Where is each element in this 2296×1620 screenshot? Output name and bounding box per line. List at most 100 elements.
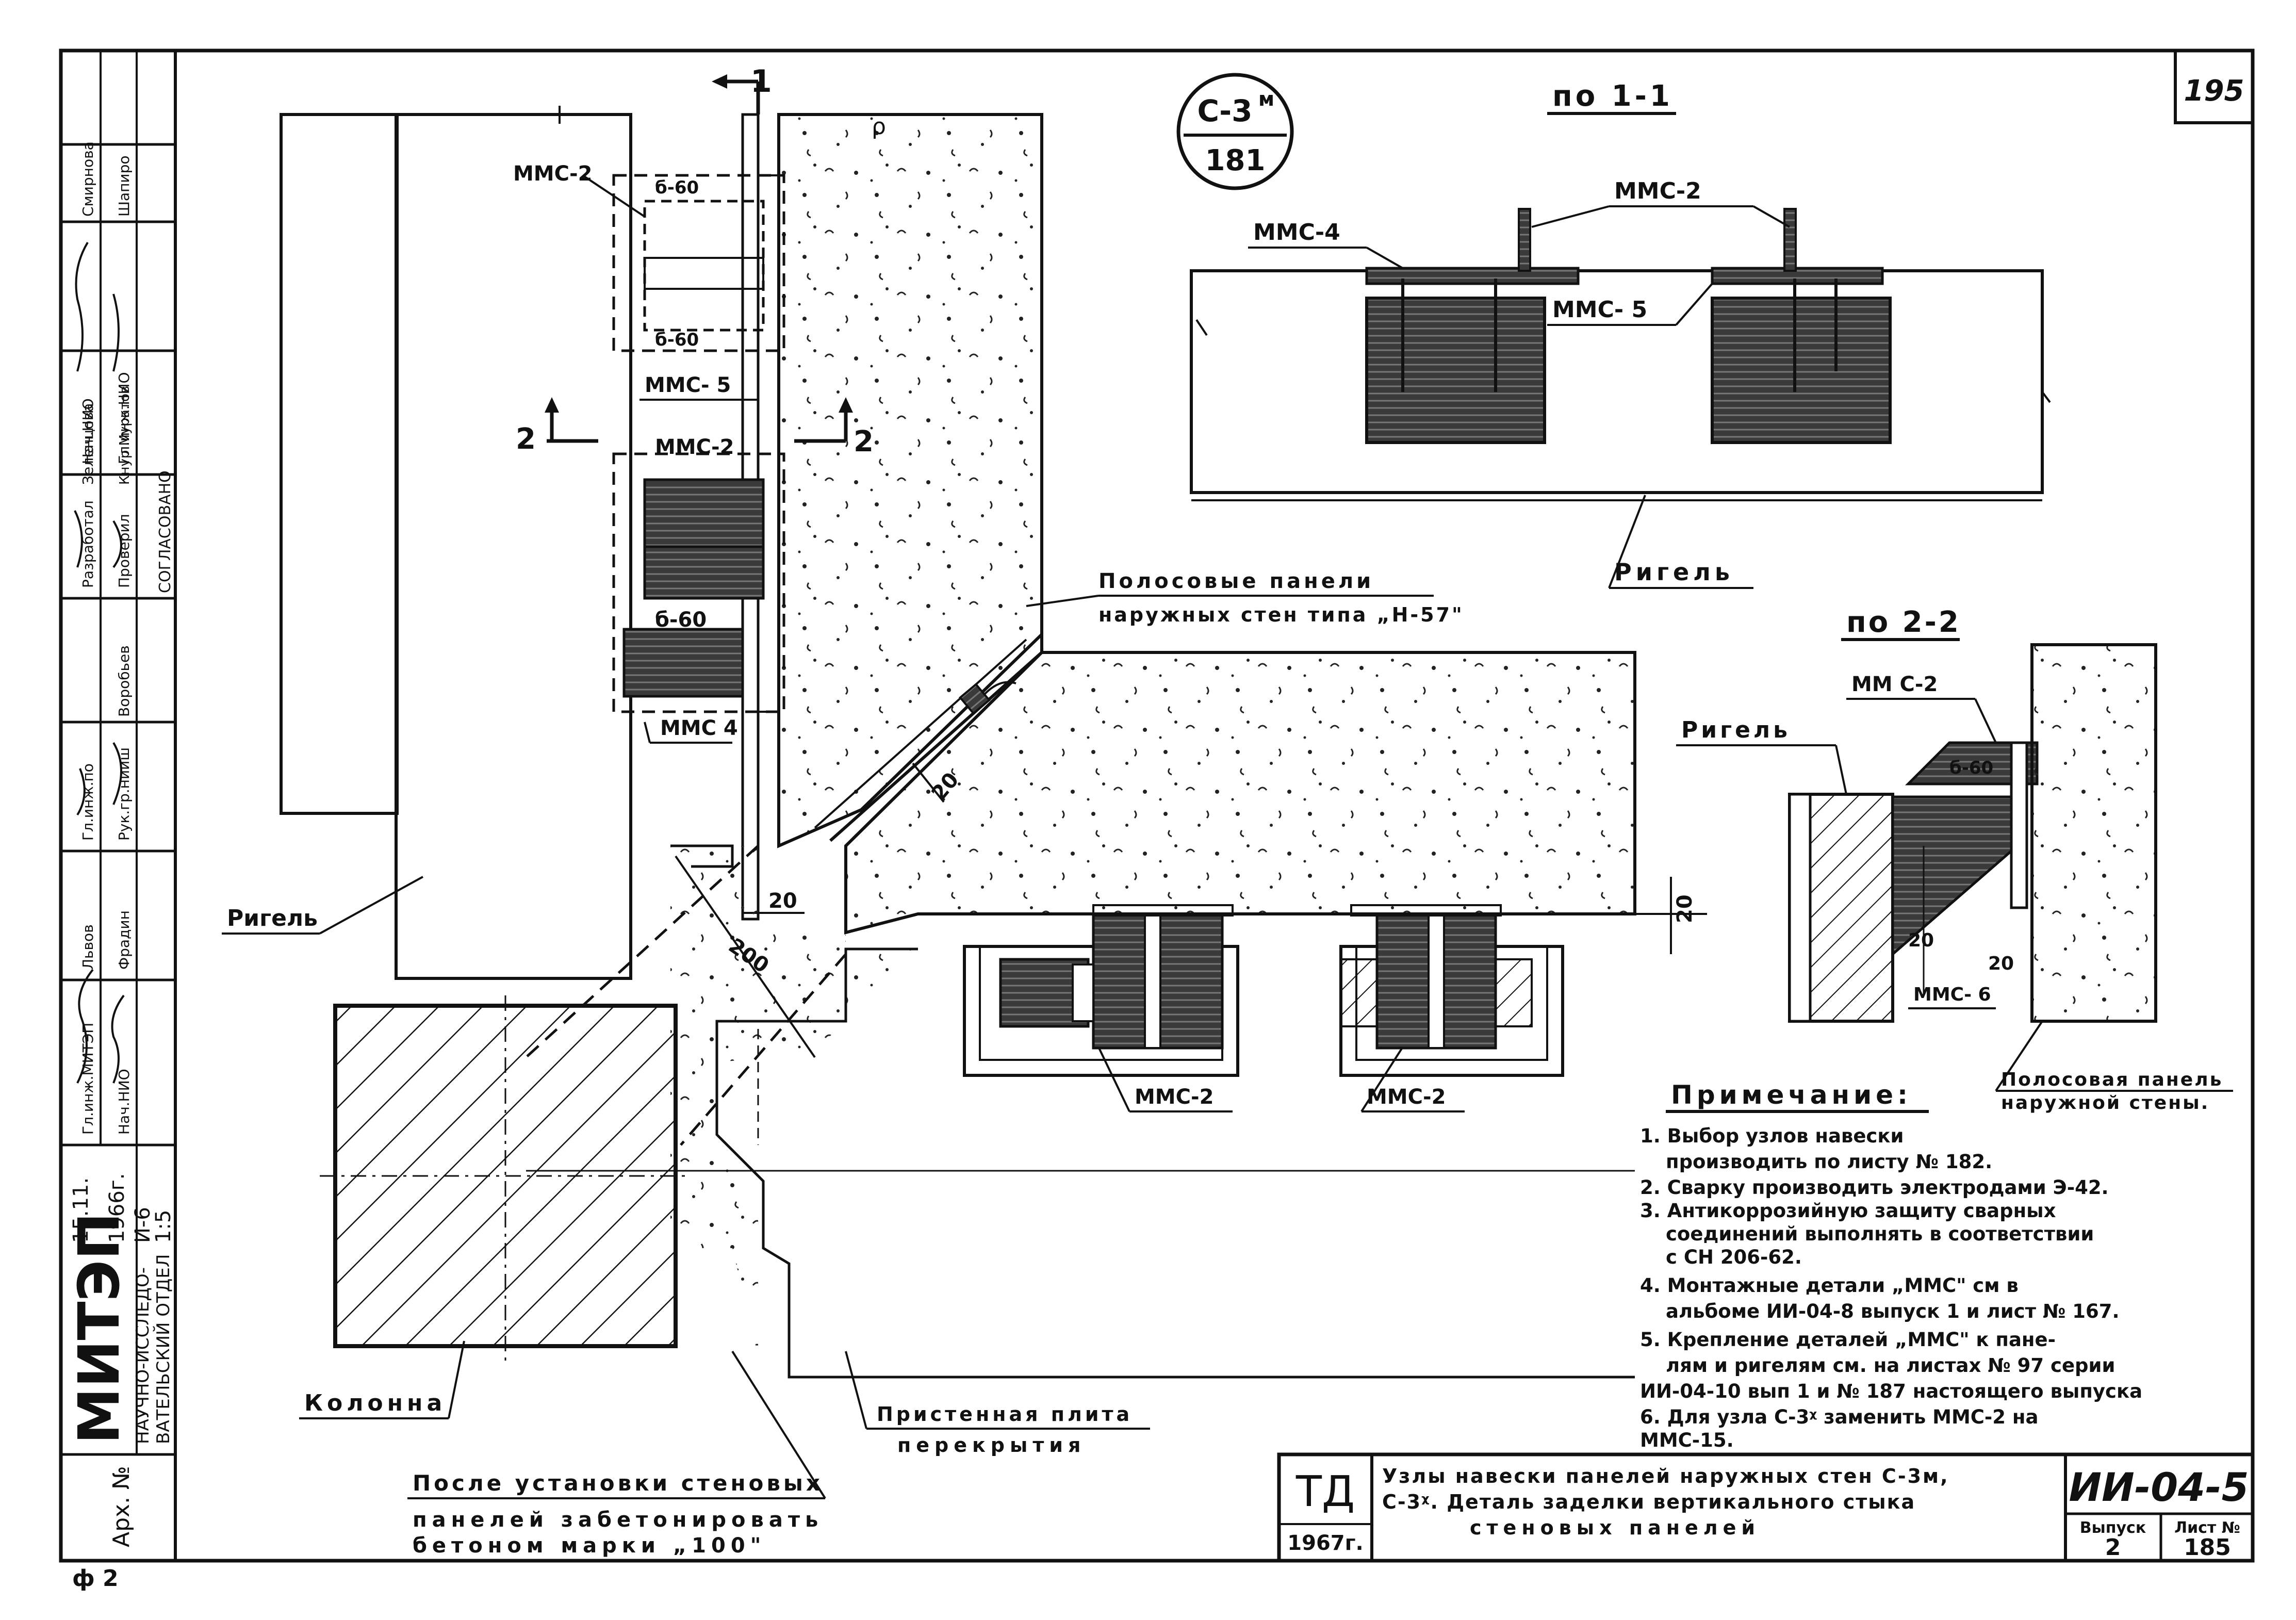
rigel-left: [280, 113, 399, 815]
cut-2-label-left: 2: [516, 422, 536, 456]
title-block: ТД 1967г. Узлы навески панелей наружных …: [1277, 1452, 2255, 1563]
left-stamp-frame: [59, 49, 177, 1562]
label-b60-a: б-60: [655, 177, 699, 198]
section-2-2-panel-1: Полосовая панель: [2001, 1069, 2223, 1090]
title-desc-1: Узлы навески панелей наружных стен С-3м,: [1382, 1465, 1949, 1487]
org-name: МИТЭП: [66, 1213, 132, 1444]
section-2-2-panel-2: наружной стены.: [2001, 1092, 2209, 1114]
stamp-code-1: И-6: [131, 1207, 155, 1243]
notes: Примечание: 1. Выбор узлов навески произ…: [1640, 1080, 2142, 1451]
stamp-role-6: Проверил: [116, 514, 133, 588]
stamp-name-5: Зеленцова: [79, 403, 96, 485]
note-line-4: 3. Антикоррозийную защиту сварных: [1640, 1200, 2056, 1222]
title-desc-3: стеновых панелей: [1470, 1516, 1760, 1539]
stamp-role-7: Нач.НИО: [79, 398, 96, 464]
stamp-name-1: Львов: [79, 924, 96, 970]
section-2-2-dim-20a: 20: [1988, 953, 2014, 974]
stamp-name-2: Фрадин: [116, 910, 133, 970]
section-1-1-block-b: [1711, 297, 1892, 444]
left-stamp: МИТЭП НАУЧНО-ИССЛЕДО- ВАТЕЛЬСКИЙ ОТДЕЛ А…: [61, 51, 175, 1547]
label-concrete-1: После установки стеновых: [413, 1470, 823, 1496]
rigel-main: [395, 113, 632, 980]
stamp-date-1: 15.11.: [69, 1177, 93, 1243]
section-1-1-mms2: ММС-2: [1614, 178, 1701, 204]
stamp-name-4: Воробьев: [116, 645, 133, 717]
section-1-1-beam: [1190, 269, 2044, 494]
note-line-6: с СН 206-62.: [1666, 1246, 1802, 1268]
panel-vertical: [777, 113, 1043, 848]
section-2-2-mms6: ММС- 6: [1913, 984, 1991, 1005]
dash-line-2: [680, 953, 847, 1146]
section-1-1-mms4: ММС-4: [1253, 219, 1340, 246]
title-issue-label: Выпуск: [2080, 1519, 2146, 1537]
section-1-1-title: по 1-1: [1552, 79, 1673, 113]
stamp-code-2: 1:5: [152, 1210, 175, 1243]
joint-strip-inner: [757, 174, 780, 713]
title-series: ИИ-04-5: [2069, 1464, 2249, 1510]
stamp-agreed: СОГЛАСОВАНО: [156, 470, 174, 593]
plate-dense-2: [643, 545, 765, 600]
section-2-2-panel: [2030, 643, 2157, 1023]
note-line-13: ММС-15.: [1640, 1429, 1734, 1451]
label-concrete-3: бетоном марки „100": [413, 1534, 766, 1558]
concrete-mark-1: ρ: [872, 113, 886, 140]
label-mms5: ММС- 5: [645, 373, 731, 397]
stamp-role-8: Гл.инж.НИО: [116, 372, 133, 464]
archive-number: Арх. №: [108, 1466, 135, 1547]
title-year: 1967г.: [1287, 1531, 1363, 1555]
label-b60-c: б-60: [655, 608, 707, 632]
sheet-number-box: [2174, 49, 2254, 124]
bracket-b-weld-left: [1340, 958, 1378, 1027]
section-2-2: по 2-2 ММ С-2 Ригель б-60 20 20 ММС- 6 П…: [1676, 606, 2233, 1114]
section-2-2-dim-20b: 20: [1908, 930, 1934, 951]
org-full-line-2: ВАТЕЛЬСКИЙ ОТДЕЛ: [153, 1254, 174, 1444]
stamp-name-6: Кнур Муратов: [117, 386, 133, 485]
section-2-2-mms2: ММ С-2: [1851, 673, 1938, 696]
stamp-role-1: Гл.инж.МИТЭП: [79, 1023, 96, 1135]
section-1-1-block-a: [1365, 297, 1546, 444]
stamp-name-8: Шапиро: [116, 155, 133, 217]
title-sheet-label: Лист №: [2174, 1519, 2240, 1537]
label-mms2-mid: ММС-2: [655, 435, 734, 459]
title-td: ТД: [1295, 1467, 1355, 1516]
joint-fill: [670, 846, 913, 1377]
section-1-1-mms5: ММС- 5: [1552, 297, 1647, 323]
section-1-1-rigel: Ригель: [1614, 558, 1734, 586]
note-line-11: ИИ-04-10 вып 1 и № 187 настоящего выпуск…: [1640, 1380, 2142, 1402]
stamp-name-7: Смирнова: [79, 141, 96, 217]
sheet-number: 195: [2184, 74, 2244, 108]
node-badge: С-3 м 181: [1176, 73, 1294, 190]
title-desc-2: С-3ᵡ. Деталь заделки вертикального стыка: [1382, 1491, 1915, 1513]
slab-outline: [715, 947, 1635, 1379]
note-line-1: 1. Выбор узлов навески: [1640, 1125, 1904, 1147]
plate-dense-3: [622, 628, 744, 698]
cut-2-marker: 2 2: [516, 397, 874, 459]
label-panels-1: Полосовые панели: [1098, 569, 1374, 593]
title-sheet: 185: [2184, 1534, 2231, 1561]
section-1-1: по 1-1 ММС-4 ММС-2 ММС- 5 Ригель: [1190, 79, 2051, 589]
label-slab-2: перекрытия: [897, 1434, 1086, 1457]
label-b60-b: б-60: [655, 330, 699, 350]
label-mms2-top: ММС-2: [513, 162, 592, 186]
panel-diagonal: [829, 651, 1043, 842]
panel-horizontal: [844, 651, 1636, 935]
note-line-10: лям и ригелям см. на листах № 97 серии: [1666, 1354, 2115, 1377]
section-2-2-rigel-label: Ригель: [1681, 717, 1791, 743]
node-badge-sup: м: [1258, 88, 1274, 110]
stamp-role-2: Нач.НИО: [116, 1069, 133, 1135]
cut-1-marker: 1: [712, 63, 772, 114]
label-slab-1: Пристенная плита: [877, 1403, 1133, 1426]
note-line-9: 5. Крепление деталей „ММС" к пане-: [1640, 1329, 2056, 1351]
anchor-box-mid: [612, 452, 785, 713]
label-mms4: ММС 4: [660, 716, 738, 740]
label-concrete-2: панелей забетонировать: [413, 1508, 823, 1532]
notes-title: Примечание:: [1671, 1080, 1912, 1110]
stamp-date-2: 1966г.: [105, 1173, 129, 1243]
label-column: Колонна: [304, 1390, 446, 1416]
dim-20-right: 20: [1673, 894, 1697, 923]
node-badge-bottom: 181: [1205, 144, 1266, 177]
cut-1-label: 1: [750, 63, 772, 100]
label-mms2-bottom-b: ММС-2: [1367, 1085, 1446, 1109]
section-2-2-title: по 2-2: [1846, 606, 1961, 639]
